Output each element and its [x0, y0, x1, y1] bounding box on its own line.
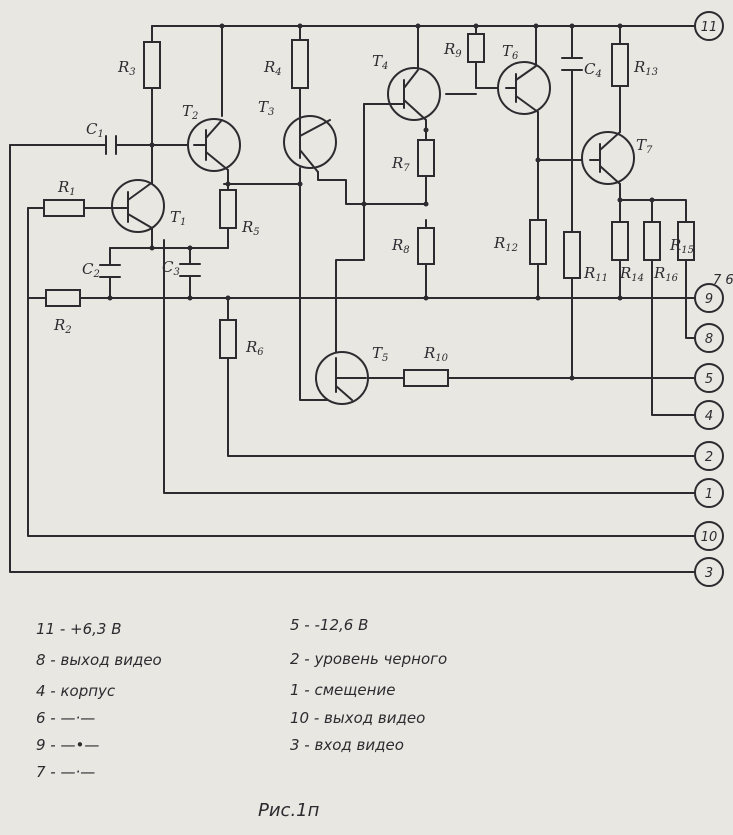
transistor-t7 — [581, 131, 635, 185]
terminal-label-10: 10 — [701, 530, 718, 545]
terminal-label-4: 4 — [705, 409, 713, 424]
terminal-label-2: 2 — [705, 450, 713, 465]
terminal-5 — [694, 363, 724, 393]
terminal-10 — [694, 521, 724, 551]
legend-right-item: 1 - смещение — [290, 681, 395, 699]
resistor-r5 — [219, 189, 237, 229]
label-r15: R15 — [669, 236, 694, 256]
transistor-t6 — [497, 61, 551, 115]
label-r3: R3 — [117, 58, 136, 78]
terminal-3 — [694, 557, 724, 587]
legend-right-item: 10 - выход видео — [290, 709, 425, 727]
resistor-r8 — [417, 227, 435, 265]
label-r16: R16 — [653, 264, 679, 284]
label-r1: R1 — [57, 178, 76, 198]
resistor-bodies — [43, 33, 695, 387]
transistor-symbols — [111, 61, 635, 405]
label-t7: T7 — [636, 136, 653, 156]
transistor-t2 — [187, 118, 241, 172]
label-r12: R12 — [493, 234, 518, 254]
terminal-9 — [694, 283, 724, 313]
resistor-r10 — [403, 369, 449, 387]
capacitor-c1 — [105, 135, 117, 155]
legend-right-item: 5 - -12,6 B — [290, 616, 368, 634]
capacitor-c2 — [99, 264, 121, 278]
label-c3: C3 — [162, 258, 180, 278]
junction-dots — [107, 23, 655, 381]
resistor-r9 — [467, 33, 485, 63]
resistor-r13 — [611, 43, 629, 87]
terminal-1 — [694, 478, 724, 508]
label-t3: T3 — [258, 98, 274, 118]
resistor-r7 — [417, 139, 435, 177]
terminal-label-8: 8 — [705, 332, 713, 347]
label-c2: C2 — [82, 260, 100, 280]
label-t6: T6 — [502, 42, 519, 62]
transistor-t3 — [283, 113, 337, 173]
label-c4: C4 — [584, 60, 602, 80]
label-r9: R9 — [443, 40, 462, 60]
figure-caption: Рис.1п — [258, 800, 320, 821]
terminal-8 — [694, 323, 724, 353]
terminal-label-5: 5 — [705, 372, 713, 387]
legend-left-item: 9 - —•— — [36, 736, 99, 754]
component-labels: R3 R4 R9 R13 R1 R2 R5 R6 R7 R8 R12 R11 R… — [53, 40, 694, 364]
terminal-label-11: 11 — [701, 20, 718, 35]
legend-left-item: 8 - выход видео — [36, 651, 162, 669]
resistor-r16 — [643, 221, 661, 261]
wiring — [9, 25, 696, 573]
label-r14: R14 — [619, 264, 644, 284]
label-r8: R8 — [391, 236, 410, 256]
label-t1: T1 — [170, 208, 186, 228]
label-r4: R4 — [263, 58, 282, 78]
label-r7: R7 — [391, 154, 410, 174]
terminal-label-1: 1 — [705, 487, 713, 502]
capacitor-c3 — [179, 263, 201, 277]
label-t2: T2 — [182, 102, 198, 122]
terminal-2 — [694, 441, 724, 471]
capacitor-symbols — [99, 57, 583, 278]
label-r11: R11 — [583, 264, 608, 284]
terminal-numbers: 11 9 8 5 4 2 1 10 3 — [701, 20, 718, 581]
label-r2: R2 — [53, 316, 72, 336]
resistor-r2 — [45, 289, 81, 307]
legend-right-item: 2 - уровень черного — [290, 650, 447, 668]
transistor-t5 — [315, 351, 369, 405]
resistor-r1 — [43, 199, 85, 217]
resistor-r6 — [219, 319, 237, 359]
legend-right-item: 3 - вход видео — [290, 736, 404, 754]
label-r6: R6 — [245, 338, 264, 358]
resistor-r14 — [611, 221, 629, 261]
resistor-r11 — [563, 231, 581, 279]
resistor-r3 — [143, 41, 161, 89]
label-t4: T4 — [372, 52, 388, 72]
label-t5: T5 — [372, 344, 388, 364]
side-note: 7 6 — [713, 273, 733, 288]
transistor-t1 — [111, 179, 165, 233]
terminal-circles — [694, 11, 724, 587]
terminal-label-9: 9 — [705, 292, 713, 307]
legend-left-item: 7 - —·— — [36, 763, 95, 781]
legend: 11 - +6,3 B 8 - выход видео 4 - корпус 6… — [36, 616, 447, 781]
resistor-r15 — [677, 221, 695, 261]
label-r10: R10 — [423, 344, 449, 364]
capacitor-c4 — [561, 57, 583, 71]
legend-left-item: 4 - корпус — [36, 682, 116, 700]
terminal-4 — [694, 400, 724, 430]
terminal-label-3: 3 — [705, 566, 713, 581]
label-r13: R13 — [633, 58, 658, 78]
legend-left-item: 11 - +6,3 B — [36, 620, 122, 638]
resistor-r4 — [291, 39, 309, 89]
terminal-11 — [694, 11, 724, 41]
label-c1: C1 — [86, 120, 104, 140]
transistor-t4 — [387, 67, 441, 121]
label-r5: R5 — [241, 218, 260, 238]
legend-left-item: 6 - —·— — [36, 709, 95, 727]
resistor-r12 — [529, 219, 547, 265]
